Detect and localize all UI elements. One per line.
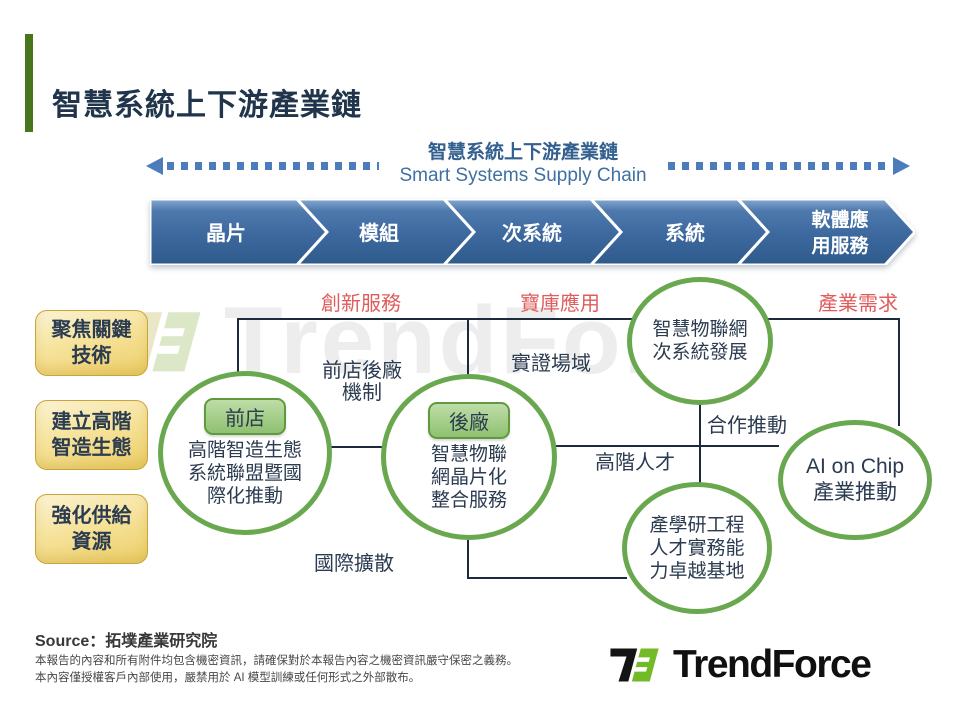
edge-label-field: 實證場域 — [511, 353, 591, 375]
node-front-shop: 前店 高階智造生態 系統聯盟暨國 際化推動 — [158, 371, 332, 535]
trendforce-logo: TrendForce — [606, 640, 872, 689]
front-shop-badge: 前店 — [204, 398, 286, 435]
connector-subsystem-talentbase — [699, 404, 701, 484]
page-title: 智慧系統上下游產業鏈 — [52, 89, 362, 123]
trendforce-logo-text: TrendForce — [673, 642, 872, 686]
edge-label-international: 國際擴散 — [314, 553, 394, 575]
pillar-supply: 強化供給 資源 — [35, 494, 148, 564]
connector-drop-mid — [467, 318, 469, 378]
supply-chain-label-zh: 智慧系統上下游產業鏈 — [427, 142, 618, 163]
supply-chain-label-en: Smart Systems Supply Chain — [399, 165, 647, 186]
stage-label-system: 系統 — [665, 221, 705, 245]
stage-label-software-line2: 用服務 — [811, 234, 869, 257]
node-subsystem: 智慧物聯網 次系統發展 — [627, 277, 773, 405]
talent-base-text: 產學研工程 人才實務能 力卓越基地 — [649, 514, 745, 582]
edge-label-mechanism: 前店後廠 機制 — [322, 360, 402, 404]
front-shop-text: 高階智造生態 系統聯盟暨國 際化推動 — [187, 440, 302, 507]
connector-talent — [555, 445, 779, 447]
connector-drop-left — [237, 318, 239, 375]
pillar-key-tech: 聚焦關鍵 技術 — [35, 310, 148, 376]
pillar-ecosystem: 建立高階 智造生態 — [35, 400, 148, 470]
trendforce-logo-icon — [610, 648, 659, 682]
title-accent-bar — [25, 34, 33, 132]
connector-bottom — [467, 577, 627, 579]
phase-label-demand: 產業需求 — [818, 293, 898, 315]
back-factory-text: 智慧物聯 網晶片化 整合服務 — [430, 444, 507, 511]
arrowhead-right-icon — [893, 157, 910, 175]
stage-chevron-module — [294, 199, 477, 265]
stage-label-subsystem: 次系統 — [502, 221, 562, 245]
subsystem-text: 智慧物聯網 次系統發展 — [652, 319, 748, 363]
connector-top — [238, 318, 900, 320]
stage-chevron-system — [588, 199, 771, 265]
disclaimer-text: 本報告的內容和所有附件均包含機密資訊，請確保對於本報告內容之機密資訊嚴守保密之義… — [35, 655, 518, 684]
stage-label-software-line1: 軟體應 — [811, 208, 868, 231]
stage-chevron-software — [735, 199, 915, 265]
source-text: Source：拓墣產業研究院 — [35, 633, 218, 650]
dashed-line-right — [668, 162, 890, 170]
arrowhead-left-icon — [146, 157, 163, 175]
phase-label-treasury: 寶庫應用 — [520, 293, 600, 315]
stage-label-chip: 晶片 — [206, 222, 246, 245]
stage-label-module: 模組 — [359, 221, 399, 245]
edge-label-cooperation: 合作推動 — [707, 415, 787, 437]
dashed-line-left — [167, 162, 379, 170]
connector-drop-right — [898, 318, 900, 426]
phase-label-innovation: 創新服務 — [321, 293, 401, 315]
node-back-factory: 後廠 智慧物聯 網晶片化 整合服務 — [381, 374, 557, 540]
stage-chevron-subsystem — [441, 199, 624, 265]
ai-on-chip-text: AI on Chip 產業推動 — [805, 455, 905, 504]
node-ai-on-chip: AI on Chip 產業推動 — [778, 420, 932, 540]
node-talent-base: 產學研工程 人才實務能 力卓越基地 — [622, 482, 772, 614]
connector-factory-down — [467, 540, 469, 579]
edge-label-talent: 高階人才 — [595, 452, 675, 474]
supply-chain-heading: 智慧系統上下游產業鏈 Smart Systems Supply Chain — [368, 141, 678, 187]
back-factory-badge: 後廠 — [428, 402, 510, 439]
connector-shop-factory — [330, 446, 384, 448]
supply-chain-stages: 晶片 模組 次系統 系統 軟體應 用服務 — [150, 199, 915, 265]
